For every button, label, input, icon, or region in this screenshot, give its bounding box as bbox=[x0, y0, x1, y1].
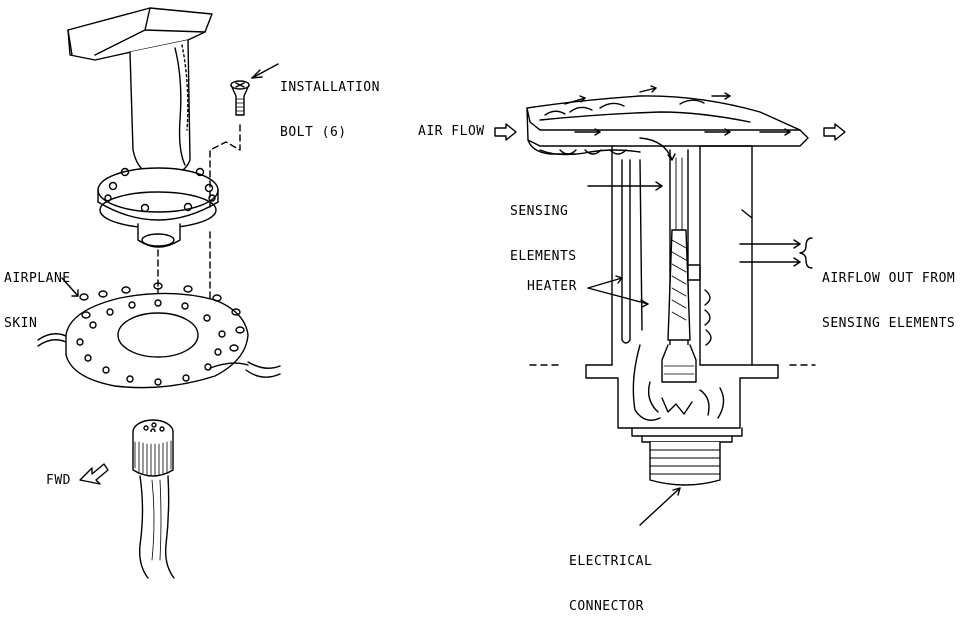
sensing-elements-line-1: SENSING bbox=[510, 204, 569, 219]
diagram-canvas: INSTALLATION BOLT (6) AIRPLANE SKIN FWD … bbox=[4, 7, 955, 614]
fwd-label: FWD bbox=[46, 473, 71, 488]
fwd-arrow-icon bbox=[79, 463, 109, 485]
sensing-elements-line-2: ELEMENTS bbox=[510, 249, 577, 264]
sensing-elements-label: SENSING ELEMENTS bbox=[510, 174, 577, 279]
probe-housing-exploded bbox=[67, 7, 219, 248]
installation-bolt-label: INSTALLATION BOLT (6) bbox=[280, 50, 380, 155]
label-leaders bbox=[494, 123, 846, 308]
installation-bolt-line-1: INSTALLATION bbox=[280, 80, 380, 95]
line-drawing bbox=[37, 7, 846, 579]
airplane-skin-line-2: SKIN bbox=[4, 316, 38, 331]
airflow-out-label: AIRFLOW OUT FROM SENSING ELEMENTS bbox=[822, 241, 955, 346]
probe-cutaway bbox=[526, 85, 816, 526]
air-flow-label: AIR FLOW bbox=[418, 124, 485, 139]
airflow-out-line-2: SENSING ELEMENTS bbox=[822, 316, 956, 331]
airplane-skin-line-1: AIRPLANE bbox=[4, 271, 71, 286]
cable-connector-drawing bbox=[132, 419, 175, 579]
airplane-skin-label: AIRPLANE SKIN bbox=[4, 241, 71, 346]
heater-label: HEATER bbox=[527, 279, 577, 294]
electrical-connector-label: ELECTRICAL CONNECTOR bbox=[569, 524, 652, 629]
airplane-skin-drawing bbox=[37, 277, 281, 389]
installation-bolt-line-2: BOLT (6) bbox=[280, 125, 347, 140]
electrical-connector-line-2: CONNECTOR bbox=[569, 599, 644, 614]
electrical-connector-line-1: ELECTRICAL bbox=[569, 554, 653, 569]
airflow-out-line-1: AIRFLOW OUT FROM bbox=[822, 271, 956, 286]
